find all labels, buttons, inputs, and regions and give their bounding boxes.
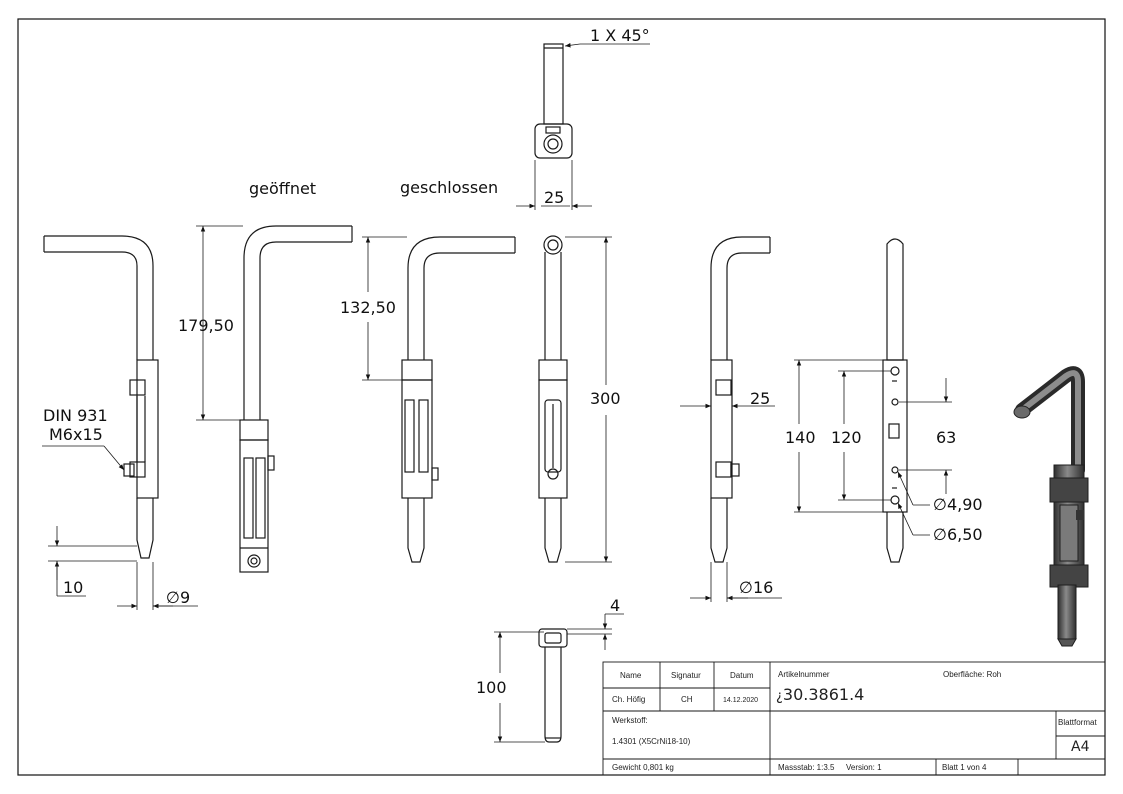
dim-120: 120	[831, 428, 862, 447]
tb-version: Version: 1	[846, 763, 882, 772]
tb-col-signatur: Signatur	[671, 671, 701, 680]
tb-artikel-label: Artikelnummer	[778, 670, 830, 679]
bolt-label-line1: DIN 931	[43, 406, 108, 425]
diameter-icon: ∅	[933, 525, 947, 544]
diameter-icon: ∅	[933, 495, 947, 514]
diameter-icon: ∅	[166, 588, 180, 607]
dim-4: 4	[610, 596, 621, 615]
tb-artikel-value: ¿30.3861.4	[776, 685, 865, 704]
tb-werkstoff-value: 1.4301 (X5CrNi18-10)	[612, 737, 691, 746]
dim-dia-9: ∅9	[166, 588, 191, 607]
chamfer-label: 1 X 45°	[590, 26, 650, 45]
view-side-right	[680, 236, 782, 602]
top-view	[516, 43, 650, 210]
isometric-view	[1013, 366, 1089, 647]
tb-signatur: CH	[681, 695, 693, 704]
dim-10: 10	[63, 578, 84, 597]
dim-side-25: 25	[750, 389, 771, 408]
dim-140: 140	[785, 428, 816, 447]
dim-dia-4-90: ∅4,90	[933, 495, 983, 514]
label-geschlossen: geschlossen	[400, 178, 499, 197]
tb-name: Ch. Höfig	[612, 695, 646, 704]
diameter-icon: ∅	[739, 578, 753, 597]
tb-col-name: Name	[620, 671, 642, 680]
dim-132-50: 132,50	[340, 298, 396, 317]
label-geoeffnet: geöffnet	[249, 179, 317, 198]
dim-300: 300	[590, 389, 621, 408]
dim-179-50: 179,50	[178, 316, 234, 335]
tb-blatt: Blatt 1 von 4	[942, 763, 987, 772]
tb-datum: 14.12.2020	[723, 697, 759, 704]
bottom-view	[494, 613, 624, 743]
tb-blattformat-label: Blattformat	[1058, 718, 1097, 727]
sheet-border	[17, 18, 1106, 776]
dim-dia-6-50: ∅6,50	[933, 525, 983, 544]
view-side-bolt	[42, 235, 198, 610]
view-open	[196, 225, 353, 573]
title-block-frame	[602, 661, 1106, 776]
view-closed	[362, 236, 516, 563]
tb-werkstoff-label: Werkstoff:	[612, 716, 648, 725]
tb-massstab: Massstab: 1:3.5	[778, 763, 835, 772]
dim-top-width: 25	[544, 188, 565, 207]
dim-100: 100	[476, 678, 507, 697]
tb-blattformat-value: A4	[1071, 739, 1090, 755]
bolt-label-line2: M6x15	[49, 425, 103, 444]
dim-63: 63	[936, 428, 957, 447]
view-plate	[794, 238, 952, 563]
tb-gewicht: Gewicht 0,801 kg	[612, 763, 674, 772]
view-front	[538, 235, 612, 563]
tb-oberflaeche: Oberfläche: Roh	[943, 670, 1002, 679]
tb-col-datum: Datum	[730, 671, 754, 680]
dim-dia-16: ∅16	[739, 578, 774, 597]
